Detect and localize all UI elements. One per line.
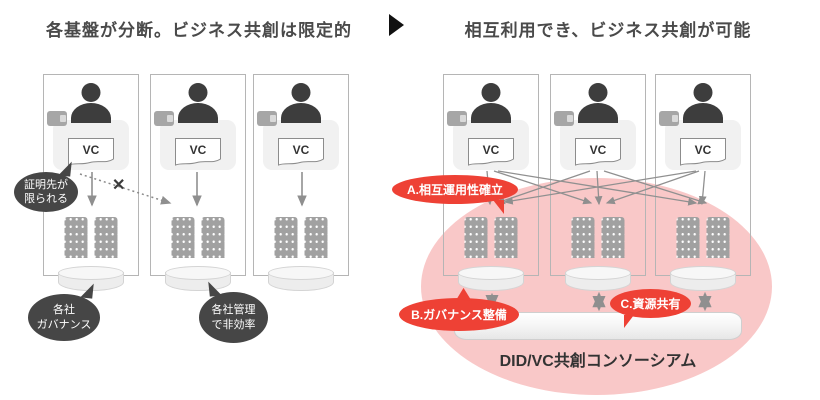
bubble-resource-sharing: C.資源共有 (610, 289, 691, 328)
bubble-inefficient-management-text: 各社管理 で非効率 (211, 304, 256, 331)
building-icon (201, 217, 225, 258)
organizations-group (571, 217, 625, 258)
vc-card: VC (468, 138, 514, 166)
identity-panel: VC (253, 74, 349, 291)
organizations-group (171, 217, 225, 258)
vc-label: VC (293, 143, 310, 157)
vc-card: VC (278, 138, 324, 166)
bubble-interoperability-text: A.相互運用性確立 (406, 183, 503, 197)
vc-card: VC (68, 138, 114, 166)
wallet-icon (447, 111, 467, 126)
organizations-group (274, 217, 328, 258)
left-section-title: 各基盤が分断。ビジネス共創は限定的 (46, 21, 352, 40)
vc-card: VC (575, 138, 621, 166)
bubble-tail (208, 280, 222, 297)
bubble-tail (456, 287, 473, 301)
person-icon (71, 83, 111, 123)
identity-panel: VC (655, 74, 751, 291)
database-icon (58, 266, 124, 293)
person-icon (683, 83, 723, 123)
person-icon (471, 83, 511, 123)
right-triangle-icon (389, 14, 404, 36)
bubble-governance-setup-text: B.ガバナンス整備 (411, 308, 507, 322)
building-icon (601, 217, 625, 258)
database-icon (165, 266, 231, 293)
right-section-title: 相互利用でき、ビジネス共創が可能 (464, 21, 752, 40)
cross-blocked-icon: ✕ (112, 177, 126, 194)
organizations-group (676, 217, 730, 258)
bubble-inefficient-management: 各社管理 で非効率 (199, 280, 268, 343)
wallet-icon (659, 111, 679, 126)
bubble-per-company-governance: 各社 ガバナンス (28, 282, 100, 341)
identity-panel: VC (43, 74, 139, 291)
building-icon (171, 217, 195, 258)
bubble-resource-sharing-text: C.資源共有 (620, 297, 681, 311)
person-icon (178, 83, 218, 123)
database-icon (565, 266, 631, 293)
building-icon (304, 217, 328, 258)
organizations-group (64, 217, 118, 258)
building-icon (274, 217, 298, 258)
building-icon (64, 217, 88, 258)
bubble-per-company-governance-text: 各社 ガバナンス (36, 304, 92, 331)
database-icon (670, 266, 736, 293)
bubble-tail (58, 160, 72, 177)
building-icon (706, 217, 730, 258)
vc-label: VC (590, 143, 607, 157)
vc-label: VC (695, 143, 712, 157)
vc-card: VC (680, 138, 726, 166)
wallet-icon (257, 111, 277, 126)
wallet-icon (47, 111, 67, 126)
vc-label: VC (483, 143, 500, 157)
identity-panel: VC (443, 74, 539, 291)
wallet-icon (154, 111, 174, 126)
vc-label: VC (190, 143, 207, 157)
bubble-interoperability: A.相互運用性確立 (392, 175, 518, 214)
bubble-tail (80, 282, 94, 299)
database-icon (268, 266, 334, 293)
bubble-limited-verifiers-text: 証明先が 限られる (24, 178, 68, 205)
building-icon (464, 217, 488, 258)
building-icon (571, 217, 595, 258)
bubble-governance-setup: B.ガバナンス整備 (399, 287, 519, 331)
bubble-tail (624, 315, 634, 328)
person-icon (281, 83, 321, 123)
building-icon (676, 217, 700, 258)
identity-panel: VC (150, 74, 246, 291)
bubble-tail (493, 200, 504, 214)
person-icon (578, 83, 618, 123)
building-icon (494, 217, 518, 258)
wallet-icon (554, 111, 574, 126)
consortium-label: DID/VC共創コンソーシアム (499, 353, 697, 370)
bubble-limited-verifiers: 証明先が 限られる (14, 160, 78, 212)
vc-label: VC (83, 143, 100, 157)
vc-card: VC (175, 138, 221, 166)
organizations-group (464, 217, 518, 258)
identity-panel: VC (550, 74, 646, 291)
database-icon (458, 266, 524, 293)
building-icon (94, 217, 118, 258)
